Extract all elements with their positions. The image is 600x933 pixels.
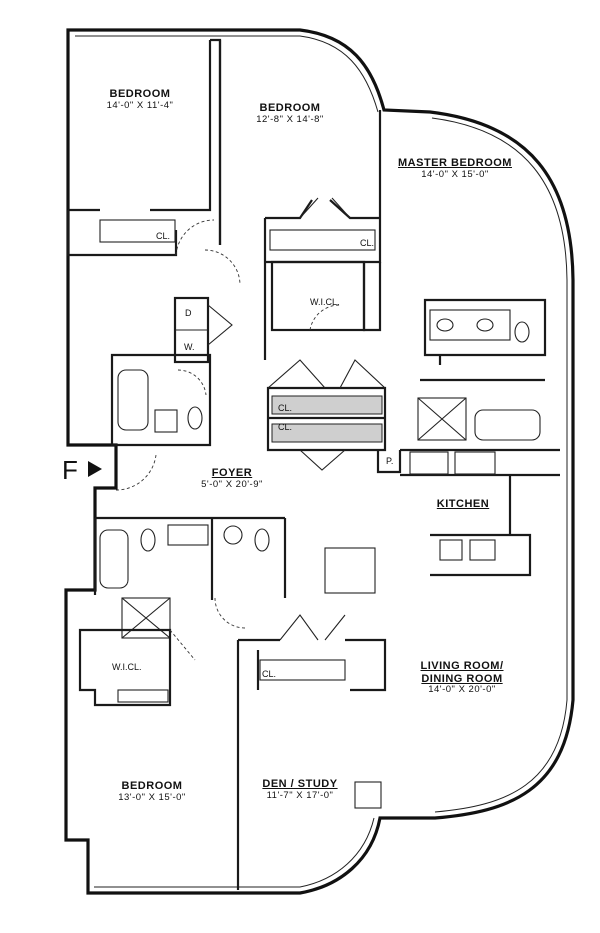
shower-x: [417, 397, 467, 441]
door-foyer-bed: [204, 249, 241, 286]
closet-n: [269, 229, 376, 251]
closet-n-doors: [299, 197, 351, 219]
bedroom-sw-name: BEDROOM: [121, 780, 183, 792]
den-closet: [259, 659, 346, 681]
bedroom-n-dims: 12'-8" X 14'-8": [256, 113, 324, 125]
label-master-bedroom: MASTER BEDROOM 14'-0" X 15'-0": [398, 157, 512, 181]
kitchen-sink: [469, 539, 496, 561]
master-tub: [474, 409, 541, 441]
tag-pantry: P.: [386, 456, 394, 466]
window-north: [75, 35, 379, 113]
master-sink-2: [476, 318, 494, 332]
master-walls: [420, 298, 547, 382]
bath-1-toilet: [187, 406, 203, 430]
bath-2-tub: [99, 529, 129, 589]
foyer-dims: 5'-0" X 20'-9": [201, 478, 263, 490]
label-bedroom-nw: BEDROOM 14'-0" X 11'-4": [107, 88, 174, 112]
label-bedroom-sw: BEDROOM 13'-0" X 15'-0": [118, 780, 186, 804]
den-closet-doors: [279, 614, 346, 641]
master-sink-1: [436, 318, 454, 332]
laundry-doors: [207, 304, 233, 346]
bath-2-toilet-1: [140, 528, 156, 552]
wic-sw-shelf: [117, 689, 169, 703]
master-toilet: [514, 321, 530, 343]
tag-wic-master: W.I.CL.: [310, 297, 340, 307]
bath-2-walls: [93, 516, 287, 600]
exterior-wall: [64, 28, 575, 895]
entry-arrow-icon: [88, 461, 102, 477]
tag-closet-hall-2: CL.: [278, 422, 293, 432]
tag-closet-den: CL.: [262, 669, 277, 679]
door-bath-3: [214, 597, 246, 629]
door-entry: [115, 454, 157, 491]
bath-3-toilet: [254, 528, 270, 552]
bedroom-n-name: BEDROOM: [259, 102, 321, 114]
window-south: [94, 817, 375, 888]
den-column: [354, 781, 382, 809]
living-dining-name-1: LIVING ROOM/: [420, 660, 504, 672]
door-bath-1: [177, 369, 207, 396]
tag-wic-sw: W.I.CL.: [112, 662, 142, 672]
bath-2-vanity: [167, 524, 209, 546]
bath-1-sink: [154, 409, 178, 433]
bedroom-nw-name: BEDROOM: [109, 88, 171, 100]
tag-washer: W.: [184, 342, 195, 352]
living-dining-name-2: DINING ROOM: [421, 672, 503, 685]
label-foyer: FOYER 5'-0" X 20'-9": [201, 467, 263, 491]
bedroom-sw-dims: 13'-0" X 15'-0": [118, 791, 186, 803]
label-living-dining: LIVING ROOM/ DINING ROOM 14'-0" X 20'-0": [421, 660, 504, 696]
bedroom-n-walls: [218, 40, 382, 360]
master-vanity: [429, 309, 511, 341]
master-bedroom-name: MASTER BEDROOM: [398, 157, 512, 169]
master-bedroom-dims: 14'-0" X 15'-0": [421, 168, 489, 180]
label-kitchen: KITCHEN: [437, 498, 489, 511]
kitchen-dw: [439, 539, 463, 561]
hall-closets: [266, 386, 387, 452]
kitchen-fridge: [409, 451, 449, 475]
tag-closet-n: CL.: [360, 238, 375, 248]
bath-2-shower-x: [121, 597, 171, 639]
kitchen-range: [454, 451, 496, 475]
bedroom-nw-walls: [66, 38, 222, 257]
island: [324, 547, 376, 594]
den-walls: [236, 638, 387, 890]
bath-1-walls: [110, 353, 212, 447]
door-wic-sw: [169, 629, 196, 661]
living-dining-dims: 14'-0" X 20'-0": [428, 684, 496, 696]
hall-closet-doors-bot: [299, 449, 346, 471]
wic-master: [270, 260, 366, 332]
window-east: [431, 117, 568, 813]
kitchen-name: KITCHEN: [436, 498, 490, 510]
bath-3-sink: [223, 525, 243, 545]
den-study-name: DEN / STUDY: [262, 778, 338, 790]
bedroom-nw-dims: 14'-0" X 11'-4": [106, 99, 174, 111]
hall-closet-doors-top: [267, 359, 386, 389]
entry-label: F: [62, 455, 78, 485]
den-study-dims: 11'-7" X 17'-0": [266, 789, 334, 801]
bath-1-tub: [117, 369, 149, 431]
tag-closet-hall-1: CL.: [278, 403, 293, 413]
hall-closet-2: [271, 423, 383, 443]
kitchen-walls: [376, 448, 560, 577]
foyer-name: FOYER: [211, 467, 253, 479]
label-bedroom-n: BEDROOM 12'-8" X 14'-8": [256, 102, 324, 126]
closet-nw: [99, 219, 176, 243]
tag-closet-nw: CL.: [156, 231, 171, 241]
hall-closet-1: [271, 395, 383, 415]
door-bedroom-nw: [175, 219, 215, 256]
wic-master-ext: [362, 262, 382, 332]
label-den-study: DEN / STUDY 11'-7" X 17'-0": [262, 778, 337, 802]
door-wic: [309, 304, 341, 331]
tag-dryer: D: [185, 308, 192, 318]
